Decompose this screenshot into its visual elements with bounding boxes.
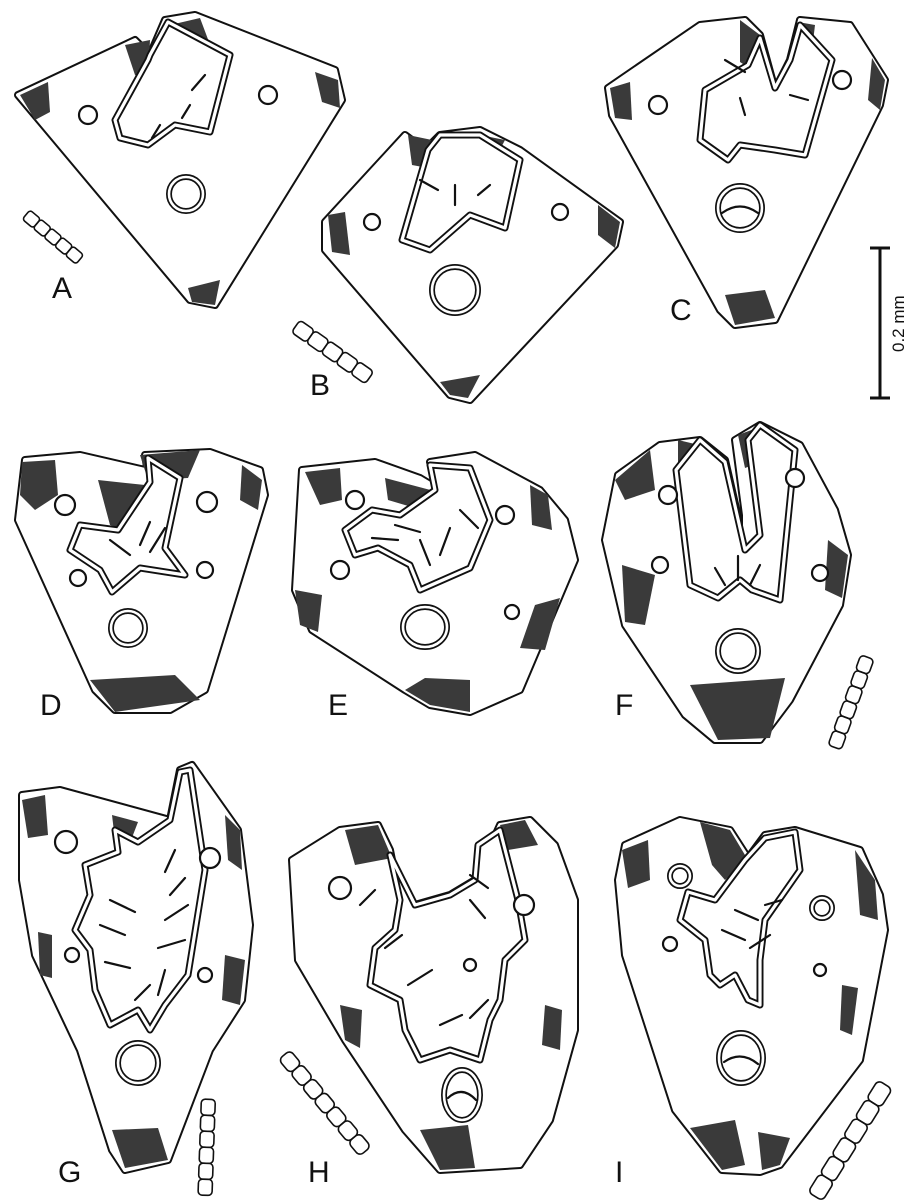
cell-chain: [198, 1099, 215, 1195]
panel-c: [608, 20, 885, 325]
cell-chain: [22, 210, 83, 264]
panel-label-h: H: [308, 1156, 330, 1189]
panel-a: [18, 15, 342, 305]
panel-e: [295, 455, 575, 712]
panel-label-e: E: [328, 689, 348, 722]
cell-chain: [279, 1050, 371, 1156]
panel-label-d: D: [40, 689, 62, 722]
panel-f: [605, 425, 874, 750]
cell-chain: [828, 655, 874, 750]
panel-label-a: A: [52, 272, 72, 305]
panel-d: [18, 450, 265, 712]
cell-chain: [291, 320, 373, 384]
panel-label-b: B: [310, 369, 330, 402]
small-pore: [79, 106, 97, 124]
panel-h: [279, 820, 575, 1170]
panel-b: [291, 130, 620, 400]
panel-i: [618, 820, 892, 1201]
scale-bar: [870, 248, 890, 398]
panel-label-g: G: [58, 1156, 81, 1189]
panel-label-f: F: [615, 689, 633, 722]
panel-label-c: C: [670, 294, 692, 327]
scale-bar-label: 0.2 mm: [889, 295, 906, 352]
panel-label-i: I: [615, 1156, 623, 1189]
panel-g: [22, 765, 250, 1195]
